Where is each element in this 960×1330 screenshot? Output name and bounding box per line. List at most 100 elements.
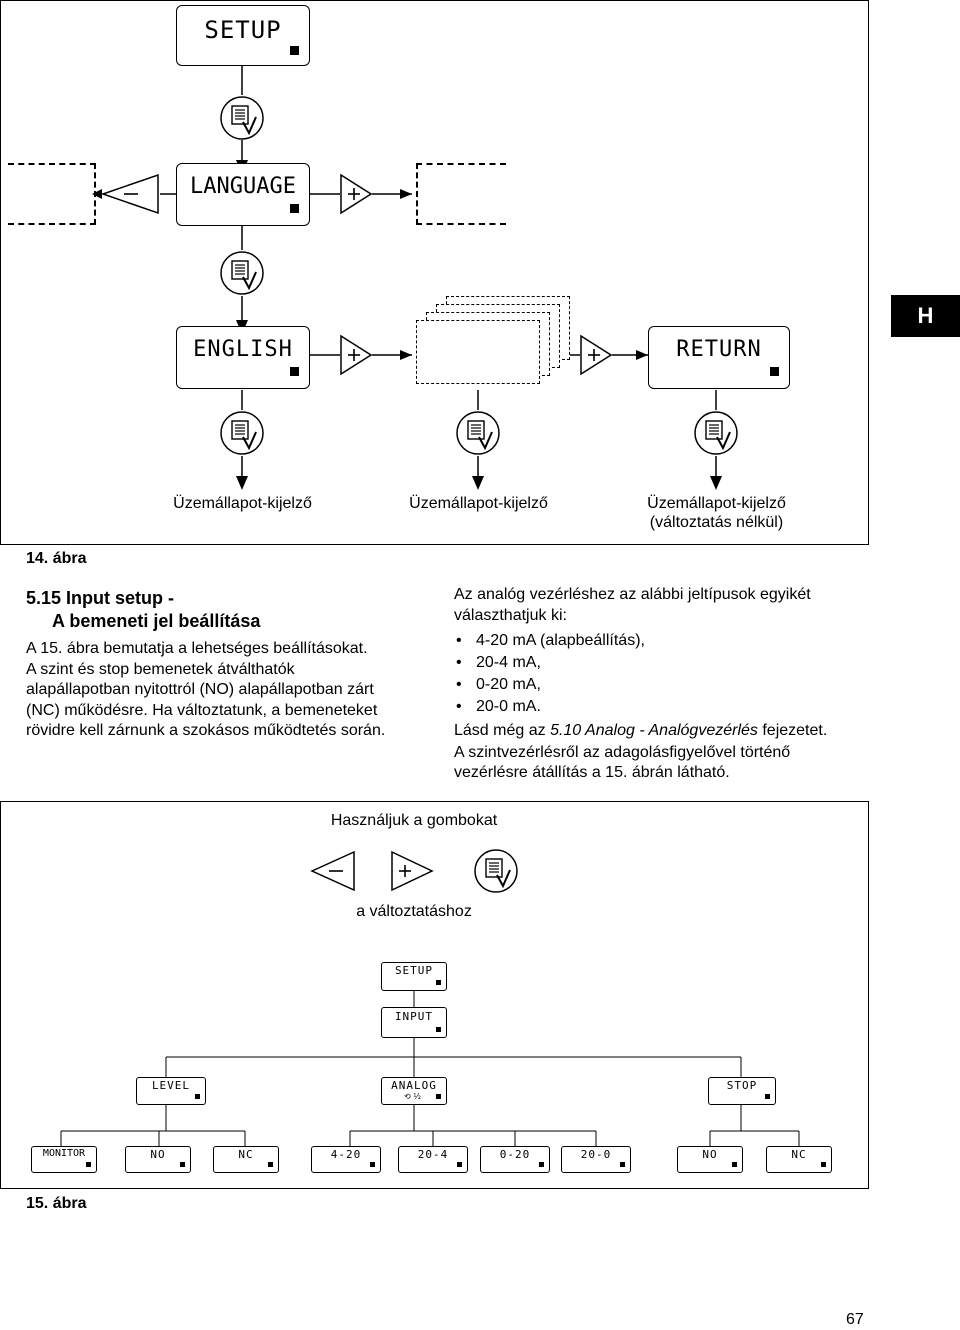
menu-ok-button[interactable]	[219, 250, 265, 296]
lcd-leaf-text: 20-0	[580, 1148, 612, 1161]
paragraph-2-line1: A szint és stop bemenetek átválthatók	[26, 660, 295, 678]
lcd-indicator-icon	[290, 367, 299, 376]
plus-button[interactable]	[340, 173, 373, 215]
lcd-indicator-icon	[732, 1162, 737, 1167]
lcd-setup-small-text: SETUP	[394, 964, 434, 977]
lcd-indicator-icon	[620, 1162, 625, 1167]
lcd-indicator-icon	[539, 1162, 544, 1167]
lcd-leaf-text: NO	[702, 1148, 718, 1161]
lcd-english-text: ENGLISH	[193, 337, 293, 362]
lcd-leaf-text: MONITOR	[42, 1148, 86, 1159]
menu-ok-button[interactable]	[693, 410, 739, 456]
lcd-stop-small: STOP	[708, 1077, 776, 1105]
plus-button[interactable]	[340, 334, 373, 376]
paragraph-1: A 15. ábra bemutatja a lehetséges beállí…	[26, 640, 368, 657]
page-number: 67	[846, 1311, 864, 1328]
menu-ok-button[interactable]	[473, 848, 519, 894]
figure-15-frame	[0, 801, 869, 1189]
use-buttons-label: Használjuk a gombokat	[330, 812, 498, 829]
figure-14-caption: 14. ábra	[26, 550, 87, 567]
lcd-language: LANGUAGE	[176, 163, 310, 226]
analog-intro-line1: Az analóg vezérléshez az alábbi jeltípus…	[454, 586, 811, 603]
lcd-leaf-0-20: 0-20	[480, 1146, 550, 1173]
lcd-leaf-nc: NC	[213, 1146, 279, 1173]
lcd-stop-small-text: STOP	[726, 1079, 758, 1092]
lcd-leaf-nc-stop: NC	[766, 1146, 832, 1173]
lcd-indicator-icon	[765, 1094, 770, 1099]
previous-menu-placeholder	[8, 163, 96, 225]
signal-type-list: 4-20 mA (alapbeállítás), 20-4 mA, 0-20 m…	[454, 630, 894, 718]
section-heading-line2: A bemeneti jel beállítása	[52, 611, 261, 631]
paragraph-right-2-line1: A szintvezérlésről az adagolásfigyelővel…	[454, 743, 791, 761]
plus-button[interactable]	[391, 850, 434, 892]
lcd-input-small: INPUT	[381, 1007, 447, 1038]
lcd-leaf-no-stop: NO	[677, 1146, 743, 1173]
lcd-analog-small-text: ANALOG	[391, 1079, 437, 1092]
lcd-language-text: LANGUAGE	[190, 174, 296, 199]
lcd-leaf-text: 0-20	[499, 1148, 531, 1161]
lcd-leaf-text: NC	[791, 1148, 807, 1161]
menu-ok-button[interactable]	[219, 95, 265, 141]
see-also-suffix: fejezetet.	[757, 722, 828, 739]
lcd-indicator-icon	[195, 1094, 200, 1099]
lcd-indicator-icon	[370, 1162, 375, 1167]
lcd-indicator-icon	[180, 1162, 185, 1167]
see-also-prefix: Lásd még az	[454, 722, 551, 739]
plus-button[interactable]	[580, 334, 613, 376]
lcd-level-small-text: LEVEL	[151, 1079, 191, 1092]
lcd-analog-small: ANALOG ⟲ ½	[381, 1077, 447, 1105]
status-display-label: Üzemállapot-kijelző	[409, 495, 548, 512]
see-also: Lásd még az 5.10 Analog - Analógvezérlés…	[454, 721, 894, 742]
menu-ok-button[interactable]	[219, 410, 265, 456]
section-heading-line1: 5.15 Input setup -	[26, 588, 175, 608]
lcd-leaf-text: NC	[238, 1148, 254, 1161]
paragraph-2-line2: alapállapotban nyitottról (NO) alapállap…	[26, 681, 374, 698]
status-display-label: Üzemállapot-kijelző	[173, 495, 312, 512]
figure-14-frame	[0, 0, 869, 545]
section-tab: H	[891, 295, 960, 337]
lcd-indicator-icon	[770, 367, 779, 376]
figure-14-connectors	[92, 66, 722, 490]
status-display-label-note: (változtatás nélkül)	[649, 514, 784, 531]
lcd-leaf-text: 4-20	[330, 1148, 362, 1161]
analog-mode-icon: ⟲ ½	[404, 1092, 421, 1101]
lcd-leaf-20-0: 20-0	[561, 1146, 631, 1173]
section-heading: 5.15 Input setup - A bemeneti jel beállí…	[26, 587, 260, 633]
lcd-leaf-20-4: 20-4	[398, 1146, 468, 1173]
list-item: 0-20 mA,	[454, 674, 894, 696]
lcd-setup-small: SETUP	[381, 962, 447, 991]
minus-button[interactable]	[310, 850, 355, 892]
status-display-label: Üzemállapot-kijelző	[647, 495, 786, 512]
lcd-leaf-no: NO	[125, 1146, 191, 1173]
paragraph-right-2-line2: vezérlésre átállítás a 15. ábrán látható…	[454, 764, 730, 781]
lcd-return-text: RETURN	[676, 337, 762, 362]
lcd-return: RETURN	[648, 326, 790, 389]
lcd-leaf-text: 20-4	[417, 1148, 449, 1161]
lcd-leaf-monitor: MONITOR	[31, 1146, 97, 1173]
lcd-indicator-icon	[436, 980, 441, 985]
figure-15-caption: 15. ábra	[26, 1195, 87, 1212]
list-item: 20-0 mA.	[454, 696, 894, 718]
to-change-label: a változtatáshoz	[356, 903, 472, 920]
lcd-indicator-icon	[290, 204, 299, 213]
analog-intro-line2: választhatjuk ki:	[454, 606, 567, 624]
lcd-english: ENGLISH	[176, 326, 310, 389]
lcd-indicator-icon	[821, 1162, 826, 1167]
lcd-setup: SETUP	[176, 5, 310, 66]
lcd-indicator-icon	[290, 46, 299, 55]
menu-ok-button[interactable]	[455, 410, 501, 456]
list-item: 20-4 mA,	[454, 652, 894, 674]
lcd-indicator-icon	[436, 1094, 441, 1099]
lcd-level-small: LEVEL	[136, 1077, 206, 1105]
lcd-indicator-icon	[268, 1162, 273, 1167]
paragraph-2-line4: rövidre kell zárnunk a szokásos működtet…	[26, 722, 386, 739]
lcd-indicator-icon	[86, 1162, 91, 1167]
paragraph-2-line3: (NC) működésre. Ha változtatunk, a bemen…	[26, 701, 378, 719]
see-also-reference: 5.10 Analog - Analógvezérlés	[550, 722, 758, 739]
list-item: 4-20 mA (alapbeállítás),	[454, 630, 894, 652]
next-menu-placeholder	[416, 163, 506, 225]
lcd-setup-text: SETUP	[204, 16, 282, 44]
lcd-indicator-icon	[457, 1162, 462, 1167]
lcd-leaf-text: NO	[150, 1148, 166, 1161]
minus-button[interactable]	[100, 173, 160, 215]
